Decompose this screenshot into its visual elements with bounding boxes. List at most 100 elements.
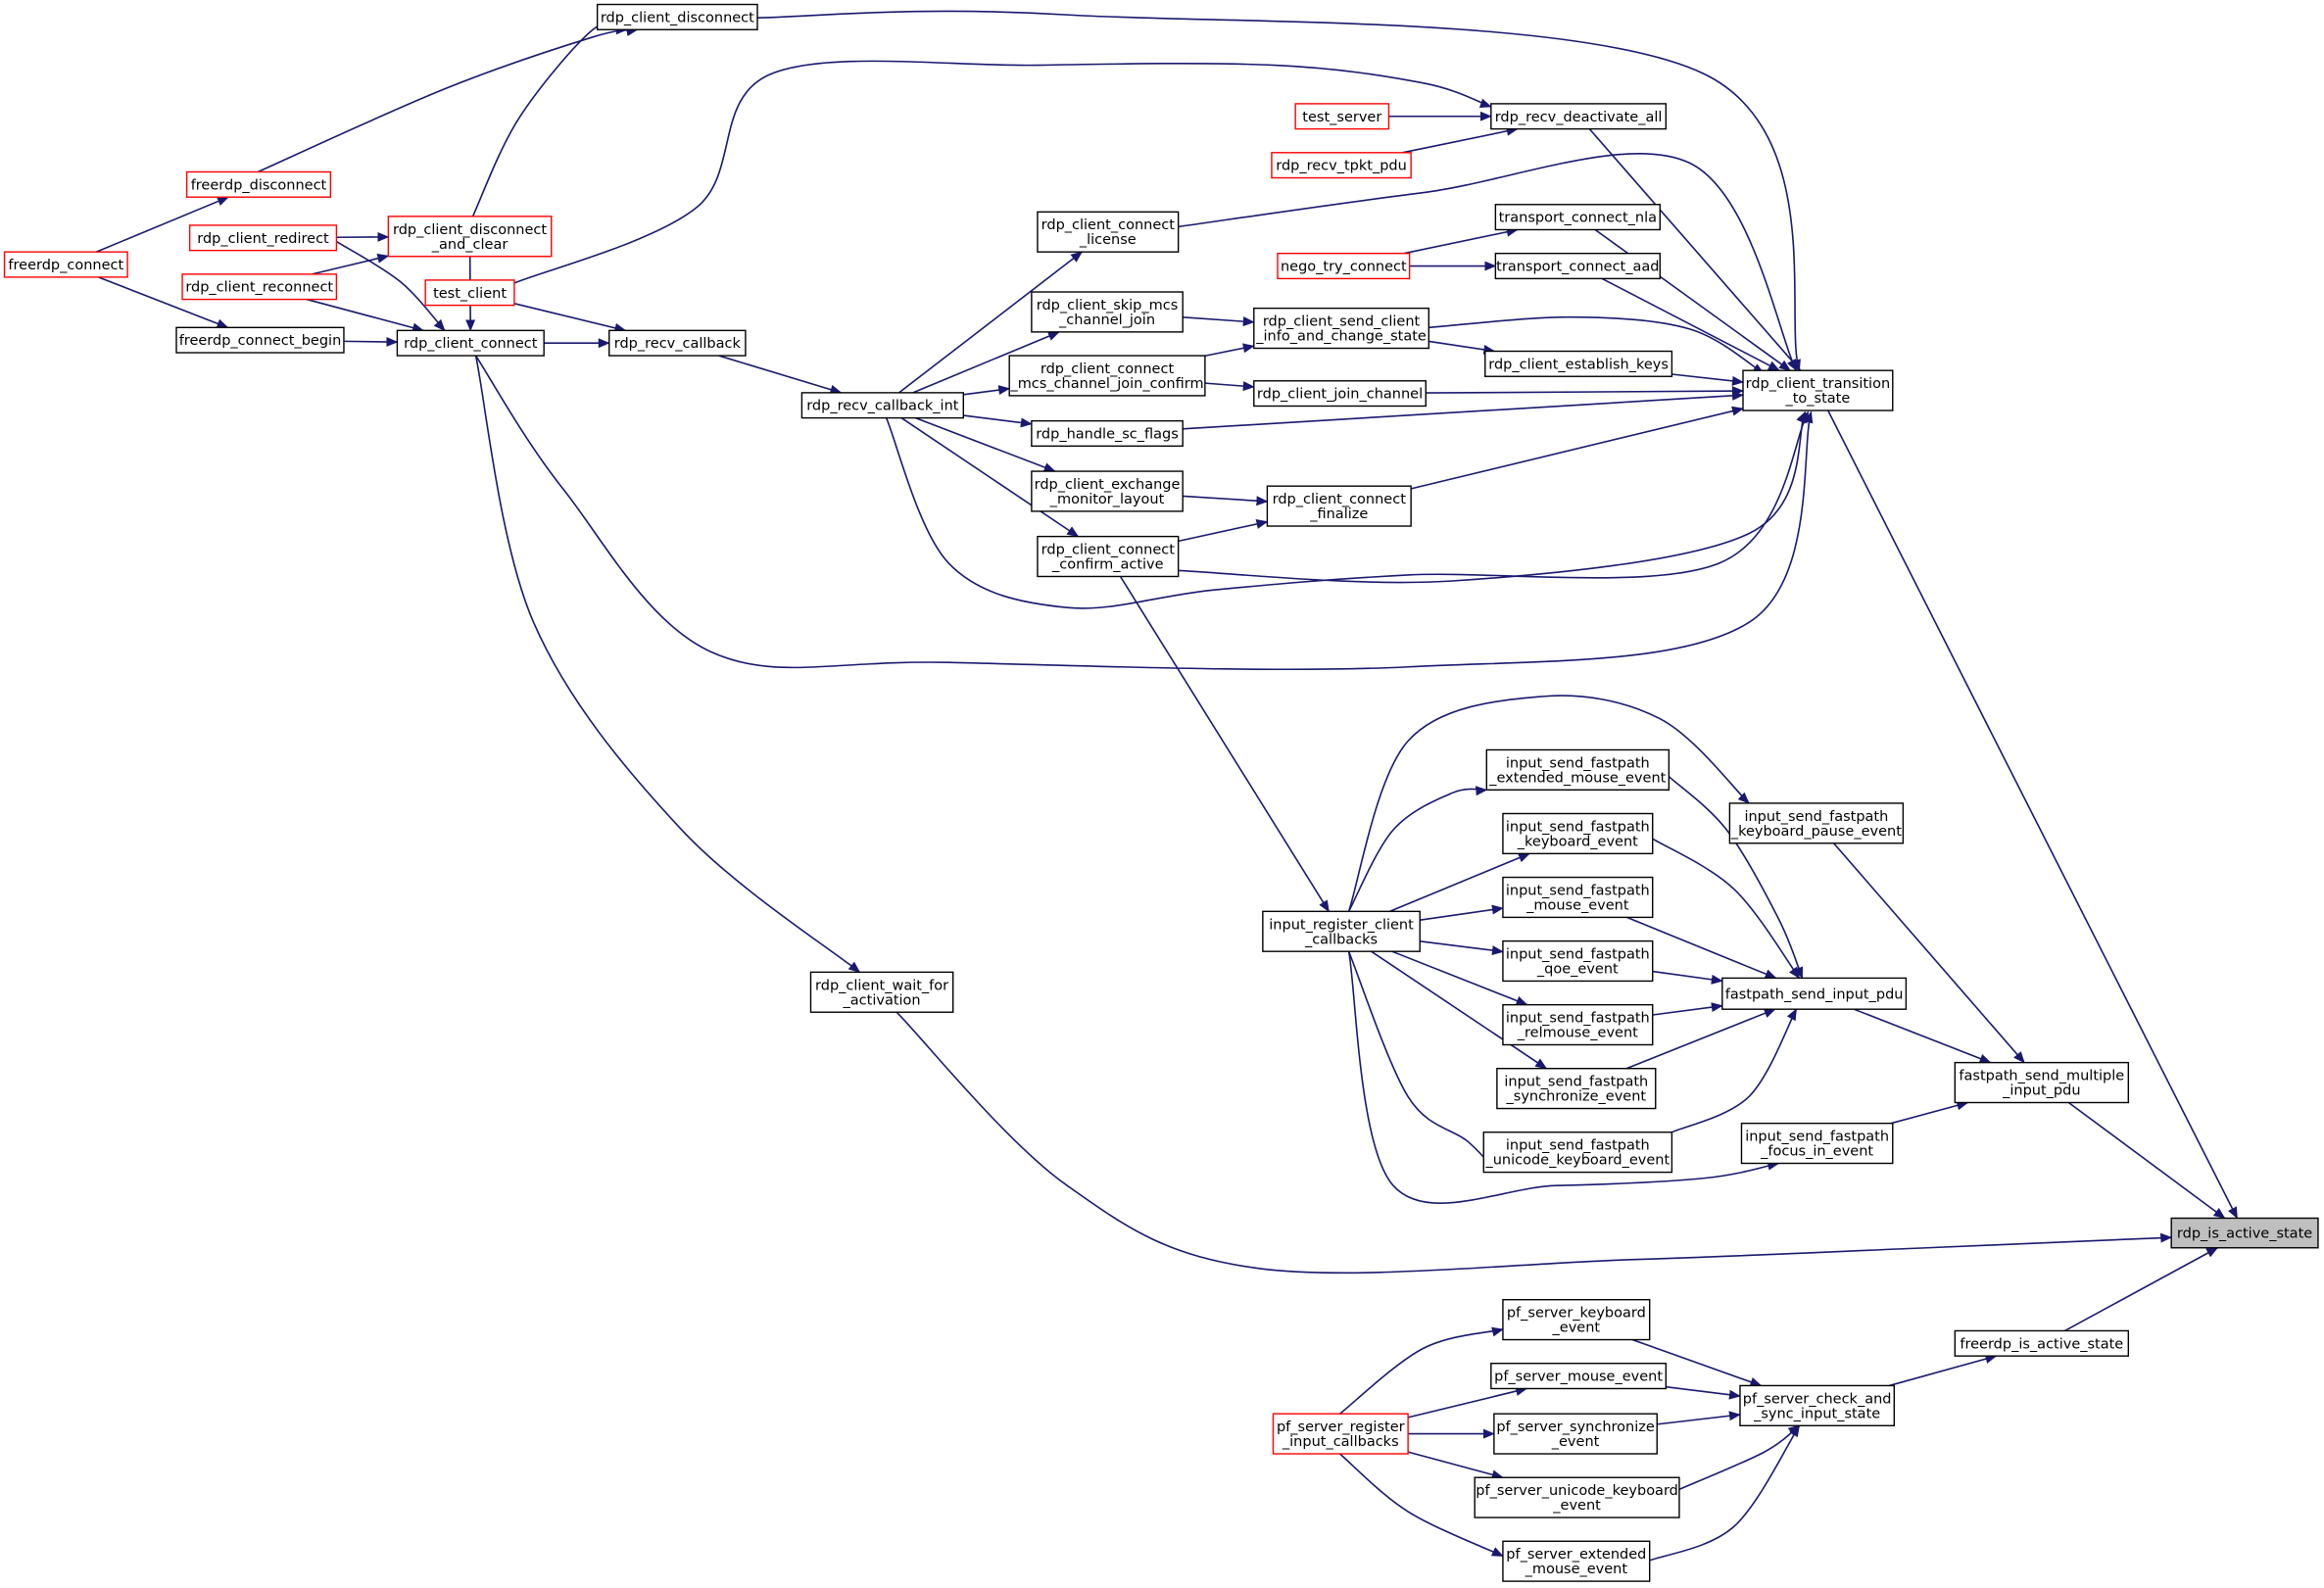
node-box [1490, 1363, 1668, 1390]
node-label: _mcs_channel_join_confirm [1009, 376, 1203, 392]
node-finalize[interactable]: rdp_client_connect_finalize [1266, 485, 1412, 527]
node-redirect[interactable]: rdp_client_redirect [188, 224, 338, 252]
node-label: transport_connect_aad [1496, 260, 1659, 275]
edge-tpkt-to-deact [1402, 125, 1519, 154]
edge-recvint-to-lic [898, 251, 1084, 394]
node-pf-check[interactable]: pf_server_check_and_sync_input_state [1739, 1384, 1896, 1426]
node-pf-kb[interactable]: pf_server_keyboard_event [1502, 1298, 1651, 1341]
node-label: rdp_recv_deactivate_all [1495, 110, 1663, 125]
node-exmon[interactable]: rdp_client_exchange_monitor_layout [1031, 470, 1184, 512]
edge-pf_reg-to-pf_mouse [1407, 1386, 1528, 1419]
node-cbegin[interactable]: freerdp_connect_begin [175, 326, 345, 354]
node-box [1262, 910, 1421, 952]
node-unikb[interactable]: input_send_fastpath_unicode_keyboard_eve… [1482, 1131, 1673, 1174]
node-label: transport_connect_nla [1499, 211, 1657, 226]
edge-aad-to-transition [1601, 277, 1780, 371]
node-label: _sync_input_state [1753, 1406, 1880, 1421]
edge-syncev-to-fp_send [1625, 1008, 1776, 1070]
node-mcsjoin[interactable]: rdp_client_connect_mcs_channel_join_conf… [1008, 355, 1206, 397]
node-lic[interactable]: rdp_client_connect_license [1037, 211, 1180, 253]
node-label: _activation [843, 992, 921, 1008]
node-recvint[interactable]: rdp_recv_callback_int [800, 392, 964, 419]
node-label: freerdp_connect_begin [179, 333, 342, 349]
edge-fp_multi-to-root [2067, 1101, 2226, 1220]
node-kbpause[interactable]: input_send_fastpath_keyboard_pause_event [1728, 802, 1905, 844]
node-label: _keyboard_pause_event [1730, 824, 1902, 840]
node-aad[interactable]: transport_connect_aad [1494, 252, 1661, 280]
node-root[interactable]: rdp_is_active_state [2170, 1217, 2319, 1249]
node-nego[interactable]: nego_try_connect [1277, 252, 1411, 280]
edge-recvint-to-exmon [915, 416, 1056, 472]
node-joinch[interactable]: rdp_client_join_channel [1253, 380, 1427, 408]
node-discclear[interactable]: rdp_client_disconnect_and_clear [387, 216, 553, 258]
node-box [1294, 103, 1390, 130]
node-transition[interactable]: rdp_client_transition_to_state [1742, 369, 1894, 411]
node-confirm[interactable]: rdp_client_connect_confirm_active [1037, 535, 1180, 578]
node-reconnect[interactable]: rdp_client_reconnect [181, 273, 338, 301]
node-label: freerdp_connect [8, 258, 123, 273]
edge-pf_reg-to-pf_kb [1339, 1326, 1504, 1415]
edge-confirm-to-regcb [1119, 576, 1331, 913]
node-regcb[interactable]: input_register_client_callbacks [1262, 910, 1421, 952]
node-recvcb[interactable]: rdp_recv_callback [608, 329, 747, 357]
node-pf-mouse[interactable]: pf_server_mouse_event [1490, 1363, 1668, 1390]
node-nla[interactable]: transport_connect_nla [1494, 204, 1661, 231]
node-sendinfo[interactable]: rdp_client_send_client_info_and_change_s… [1253, 307, 1429, 350]
node-test-server[interactable]: test_server [1294, 103, 1390, 130]
node-disc[interactable]: rdp_client_disconnect [596, 3, 758, 30]
node-focusin[interactable]: input_send_fastpath_focus_in_event [1740, 1122, 1894, 1165]
node-box [1490, 103, 1668, 130]
node-label: rdp_client_connect [1273, 492, 1407, 507]
node-label: rdp_client_join_channel [1257, 387, 1423, 403]
node-pf-unikb[interactable]: pf_server_unicode_keyboard_event [1474, 1476, 1680, 1518]
node-pf-sync[interactable]: pf_server_synchronize_event [1493, 1413, 1658, 1455]
node-wait-act[interactable]: rdp_client_wait_for_activation [809, 971, 954, 1013]
node-label: rdp_client_connect [1041, 543, 1176, 558]
edge-fr_active-to-root [2064, 1247, 2219, 1332]
node-layer: rdp_is_active_state rdp_client_transition… [3, 3, 2319, 1582]
node-test-client[interactable]: test_client [424, 279, 515, 307]
edge-transition-to-root [1827, 409, 2239, 1220]
edge-connect-to-wait_act [474, 355, 861, 973]
node-box [800, 392, 964, 419]
node-label: fastpath_send_multiple [1959, 1069, 2124, 1084]
node-box [1008, 355, 1206, 397]
node-box [1484, 350, 1673, 377]
node-connect[interactable]: rdp_client_connect [396, 329, 545, 357]
node-kbevent[interactable]: input_send_fastpath_keyboard_event [1502, 812, 1654, 855]
node-skipmcs[interactable]: rdp_client_skip_mcs_channel_join [1031, 291, 1184, 333]
node-relmouse[interactable]: input_send_fastpath_relmouse_event [1502, 1003, 1654, 1046]
edge-regcb-to-kbpause [1347, 695, 1750, 912]
node-box [1954, 1329, 2130, 1357]
node-mouseev[interactable]: input_send_fastpath_mouse_event [1502, 876, 1654, 919]
node-label: _event [1551, 1434, 1600, 1450]
node-pf-reg[interactable]: pf_server_register_input_callbacks [1272, 1413, 1409, 1455]
node-box [175, 326, 345, 354]
node-syncev[interactable]: input_send_fastpath_synchronize_event [1496, 1067, 1657, 1110]
node-box [396, 329, 545, 357]
node-label: _to_state [1784, 391, 1850, 407]
node-label: _callbacks [1304, 932, 1378, 947]
node-pf-extmouse[interactable]: pf_server_extended_mouse_event [1502, 1540, 1651, 1582]
node-scflags[interactable]: rdp_handle_sc_flags [1031, 419, 1184, 448]
node-estkeys[interactable]: rdp_client_establish_keys [1484, 350, 1673, 377]
node-label: _relmouse_event [1517, 1026, 1638, 1041]
node-label: _mouse_event [1525, 897, 1629, 913]
node-tpkt[interactable]: rdp_recv_tpkt_pdu [1271, 152, 1412, 179]
node-fdisc[interactable]: freerdp_disconnect [185, 170, 332, 198]
node-label: _channel_join [1058, 313, 1155, 328]
edge-cbegin-to-connect [343, 336, 399, 347]
node-fp-send[interactable]: fastpath_send_input_pdu [1721, 977, 1908, 1010]
node-deact[interactable]: rdp_recv_deactivate_all [1490, 103, 1668, 130]
edge-scflags-to-transition [1183, 390, 1744, 430]
node-box [1502, 812, 1654, 855]
node-fconnect[interactable]: freerdp_connect [3, 251, 128, 278]
edge-pf_mouse-to-pf_check [1666, 1385, 1741, 1400]
node-qoe[interactable]: input_send_fastpath_qoe_event [1502, 939, 1654, 983]
edge-deact-to-transition [1588, 128, 1802, 371]
node-box [1742, 369, 1894, 411]
node-fp-multi[interactable]: fastpath_send_multiple_input_pdu [1954, 1061, 2130, 1104]
node-extmouse[interactable]: input_send_fastpath_extended_mouse_event [1485, 748, 1670, 791]
node-box [3, 251, 128, 278]
node-fr-active[interactable]: freerdp_is_active_state [1954, 1329, 2130, 1357]
